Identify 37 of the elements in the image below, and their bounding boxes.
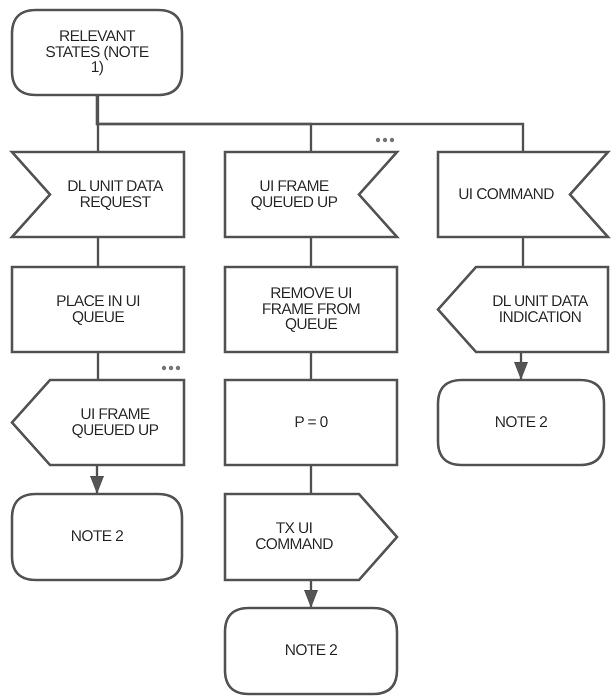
node-label: UI FRAME QUEUED UP xyxy=(250,178,338,210)
input-symbol xyxy=(225,152,397,237)
input-symbol xyxy=(438,152,608,237)
connector-line xyxy=(90,465,104,494)
node-label: P = 0 xyxy=(294,414,328,430)
connector-line xyxy=(522,237,524,267)
state-symbol xyxy=(438,380,604,465)
node-label: DL UNIT DATA INDICATION xyxy=(491,294,590,326)
output-symbol xyxy=(12,380,184,465)
input-symbol xyxy=(12,152,184,237)
node-label: NOTE 2 xyxy=(70,529,124,545)
connector-line xyxy=(96,95,100,152)
connector-line xyxy=(304,580,318,608)
state-symbol xyxy=(225,608,397,694)
connector-line xyxy=(96,95,524,152)
node-label: NOTE 2 xyxy=(494,414,548,430)
node-label: PLACE IN UI QUEUE xyxy=(55,294,141,326)
output-symbol xyxy=(438,267,608,352)
connector-line xyxy=(310,237,312,267)
connector-line xyxy=(514,352,528,380)
node-label: UI COMMAND xyxy=(458,186,554,202)
node-label: RELEVANT STATES (NOTE 1) xyxy=(44,28,150,76)
task-box xyxy=(225,380,397,465)
node-label: UI FRAME QUEUED UP xyxy=(70,406,160,438)
node-label: REMOVE UI FRAME FROM QUEUE xyxy=(260,286,362,334)
state-symbol xyxy=(12,494,182,580)
task-box xyxy=(12,267,184,352)
connector-line xyxy=(96,352,100,380)
node-label: NOTE 2 xyxy=(284,643,338,659)
connector-line xyxy=(96,237,100,267)
node-label: DL UNIT DATA REQUEST xyxy=(66,178,164,210)
output-symbol xyxy=(225,494,397,580)
task-box xyxy=(225,267,397,352)
connector-line xyxy=(310,465,312,494)
node-label: TX UI COMMAND xyxy=(254,521,334,553)
connector-line xyxy=(310,352,312,380)
state-symbol xyxy=(12,10,182,95)
